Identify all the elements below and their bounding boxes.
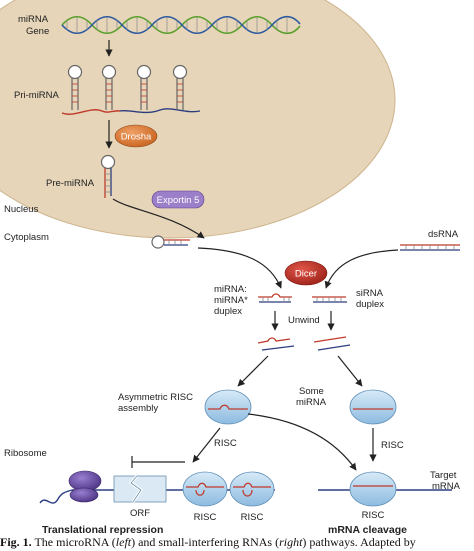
ribosome <box>68 470 102 503</box>
ribosome-label: Ribosome <box>4 448 47 459</box>
some-mirna-label-line2: miRNA <box>296 397 327 408</box>
arrow-to-left-risc <box>237 355 269 387</box>
drosha-label: Drosha <box>121 132 152 143</box>
arrow-export <box>112 198 205 239</box>
caption-left: left <box>115 535 132 549</box>
risc-complex-label-1: RISC <box>194 512 217 523</box>
arrow-to-sirna-duplex <box>324 249 399 289</box>
orf-box: ORF <box>113 475 167 519</box>
mirna-duplex-label-line3: duplex <box>214 306 242 317</box>
mirna-gene-label-line1: miRNA <box>18 14 49 25</box>
risc-on-mrna-2 <box>229 471 275 507</box>
cytoplasm-label: Cytoplasm <box>4 232 49 243</box>
caption-right: right <box>279 535 303 549</box>
asymmetric-risc-label-line2: assembly <box>118 403 158 414</box>
target-mrna-label-line2: mRNA <box>432 481 461 492</box>
caption-text-a: The microRNA ( <box>31 535 116 549</box>
exportin-label: Exportin 5 <box>157 195 200 206</box>
nucleus <box>0 0 396 239</box>
risc-mirna-complex <box>204 389 252 425</box>
mirna-gene-dna <box>61 15 301 35</box>
caption-lead: Fig. 1. <box>0 535 32 549</box>
sirna-duplex-label-line1: siRNA <box>356 288 384 299</box>
asymmetric-risc-label-line1: Asymmetric RISC <box>118 392 193 403</box>
arrow-to-right-risc <box>337 355 363 387</box>
dsrna-label: dsRNA <box>428 229 459 240</box>
figure-caption: Fig. 1. The microRNA (left) and small-in… <box>0 535 474 551</box>
arrow-to-mirna-duplex <box>197 247 282 289</box>
some-mirna-label-line1: Some <box>299 386 324 397</box>
target-mrna-label-line1: Target <box>430 470 457 481</box>
unwound-mirna-strands <box>257 337 295 351</box>
dsrna <box>400 244 460 251</box>
drosha-enzyme: Drosha <box>114 124 158 148</box>
pre-mirna-label: Pre-miRNA <box>46 178 95 189</box>
mrna-cleavage-label: mRNA cleavage <box>328 524 407 536</box>
mirna-duplex-label-line1: miRNA: <box>214 284 247 295</box>
nucleus-label: Nucleus <box>4 204 39 215</box>
pri-mirna <box>61 64 201 115</box>
risc-on-target <box>349 471 397 507</box>
risc-arrow-label-right: RISC <box>381 440 404 451</box>
risc-complex-label-2: RISC <box>241 512 264 523</box>
orf-label: ORF <box>130 508 150 519</box>
sirna-duplex <box>312 296 347 303</box>
risc-target-label: RISC <box>362 510 385 521</box>
translational-repression-label: Translational repression <box>42 524 163 536</box>
inhibition-arrow <box>131 456 185 468</box>
risc-on-mrna-1 <box>182 471 228 507</box>
caption-text-b: ) and small-interfering RNAs ( <box>131 535 280 549</box>
arrow-some-mirna-to-cleavage <box>247 413 357 471</box>
mirna-duplex-label-line2: miRNA* <box>214 295 248 306</box>
dicer-enzyme: Dicer <box>284 260 328 286</box>
mirna-gene-label-line2: Gene <box>26 26 49 37</box>
risc-arrow-label-left: RISC <box>214 438 237 449</box>
risc-sirna-complex <box>349 389 397 425</box>
cytoplasmic-pre-mirna <box>151 235 190 249</box>
arrow-risc-to-repression <box>192 427 221 463</box>
exportin-5: Exportin 5 <box>151 190 205 209</box>
pre-mirna <box>100 154 116 198</box>
caption-text-c: ) pathways. Adapted by <box>302 535 416 549</box>
unwound-sirna-strands <box>313 336 351 351</box>
mirna-duplex <box>258 293 292 303</box>
sirna-duplex-label-line2: duplex <box>356 299 384 310</box>
unwind-label: Unwind <box>288 315 320 326</box>
pri-mirna-label: Pri-miRNA <box>14 90 60 101</box>
dicer-label: Dicer <box>295 269 317 280</box>
mrna-tail <box>39 489 73 504</box>
